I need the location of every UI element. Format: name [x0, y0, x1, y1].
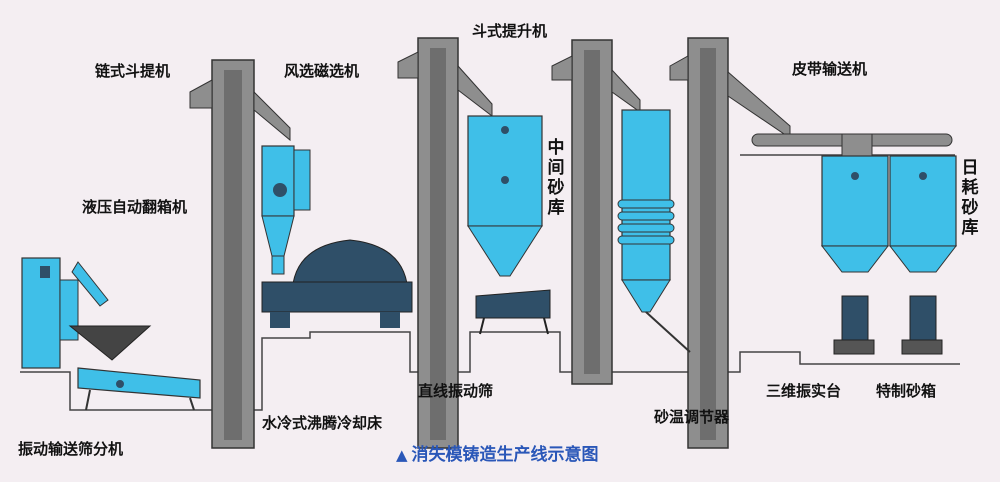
- dark-hopper: [68, 325, 152, 361]
- water-cooled-fluidized-bed: [261, 239, 413, 328]
- label-chain-bucket-elevator: 链式斗提机: [95, 62, 171, 80]
- bucket-elevator-3: [669, 37, 791, 449]
- label-linear-vibrating-screen: 直线振动筛: [418, 382, 494, 400]
- triangle-up-icon: ▲: [396, 446, 408, 464]
- label-wind-magnetic-separator: 风选磁选机: [284, 62, 360, 80]
- wind-magnetic-separator: [261, 145, 311, 275]
- label-vibrating-conveyor-screen: 振动输送筛分机: [18, 440, 124, 458]
- label-belt-conveyor: 皮带输送机: [792, 60, 868, 78]
- three-d-vibration-table: [833, 295, 943, 355]
- vibrating-conveyor-screen: [77, 367, 201, 411]
- caption-text: 消失模铸造生产线示意图: [411, 445, 599, 465]
- middle-sand-silo: [467, 115, 543, 277]
- hydraulic-box-flipper: [21, 257, 109, 369]
- sand-temp-regulator: [617, 109, 691, 353]
- label-daily-sand-silo: 日耗砂库: [961, 158, 979, 238]
- diagram-caption: ▲消失模铸造生产线示意图: [396, 444, 599, 466]
- label-hydraulic-box-flipper: 液压自动翻箱机: [82, 198, 188, 216]
- label-middle-sand-silo: 中间砂库: [547, 138, 565, 218]
- chain-bucket-elevator: [189, 59, 291, 449]
- label-three-d-vibration-table: 三维振实台: [766, 382, 842, 400]
- label-bucket-elevator: 斗式提升机: [472, 22, 548, 40]
- label-special-sand-box: 特制砂箱: [876, 382, 937, 400]
- daily-sand-silo: [820, 155, 958, 273]
- label-sand-temp-regulator: 砂温调节器: [654, 408, 730, 426]
- bucket-elevator-1: [397, 37, 493, 449]
- bucket-elevator-2: [551, 39, 641, 385]
- label-water-cooled-fluidized-bed: 水冷式沸腾冷却床: [262, 414, 383, 432]
- linear-vibrating-screen: [475, 289, 551, 335]
